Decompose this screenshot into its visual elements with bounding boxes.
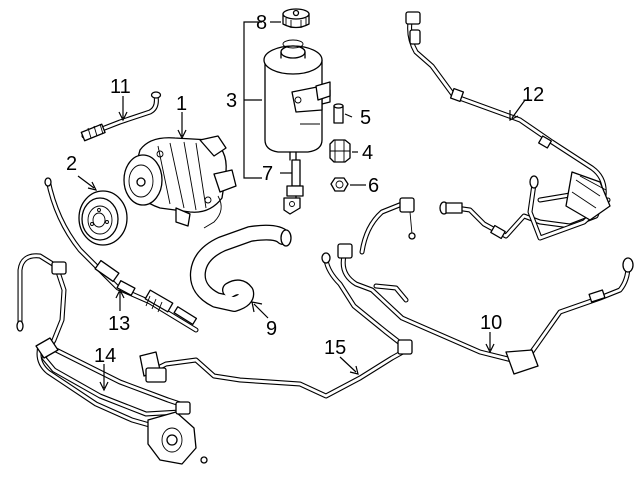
callout-7: 7 — [262, 163, 273, 185]
part-13-pressure-hose — [44, 177, 199, 333]
part-5-bushing — [333, 103, 344, 124]
callout-12: 12 — [522, 84, 544, 106]
reservoir-bracket-leader — [243, 21, 262, 179]
callout-labels: 1 2 3 4 5 6 7 8 9 10 11 12 13 14 15 — [66, 12, 544, 367]
part-15-supply-tube — [139, 252, 413, 399]
callout-2: 2 — [66, 153, 77, 175]
part-14-hose-assembly — [16, 253, 208, 465]
callout-3: 3 — [226, 90, 237, 112]
callout-13: 13 — [108, 313, 130, 335]
part-6-nut — [330, 177, 349, 192]
callout-14: 14 — [94, 345, 116, 367]
callout-leader-lines — [77, 21, 526, 392]
callout-1: 1 — [176, 93, 187, 115]
part-9-return-hose — [189, 224, 292, 312]
part-11-short-hose — [80, 91, 162, 142]
callout-8: 8 — [256, 12, 267, 34]
part-2-pulley — [78, 190, 128, 246]
callout-4: 4 — [362, 142, 373, 164]
callout-6: 6 — [368, 175, 379, 197]
part-10-return-line — [337, 197, 634, 375]
part-8-reservoir-cap — [282, 8, 310, 29]
callout-11: 11 — [110, 76, 131, 98]
part-7-fitting — [283, 159, 304, 215]
callout-9: 9 — [266, 318, 277, 340]
callout-15: 15 — [324, 337, 346, 359]
callout-10: 10 — [480, 312, 502, 334]
part-4-grommet — [329, 139, 351, 163]
part-12-cooler-return-line — [405, 11, 611, 241]
part-3-fluid-reservoir — [263, 39, 331, 161]
part-1-power-steering-pump — [123, 135, 237, 229]
callout-5: 5 — [360, 107, 371, 129]
